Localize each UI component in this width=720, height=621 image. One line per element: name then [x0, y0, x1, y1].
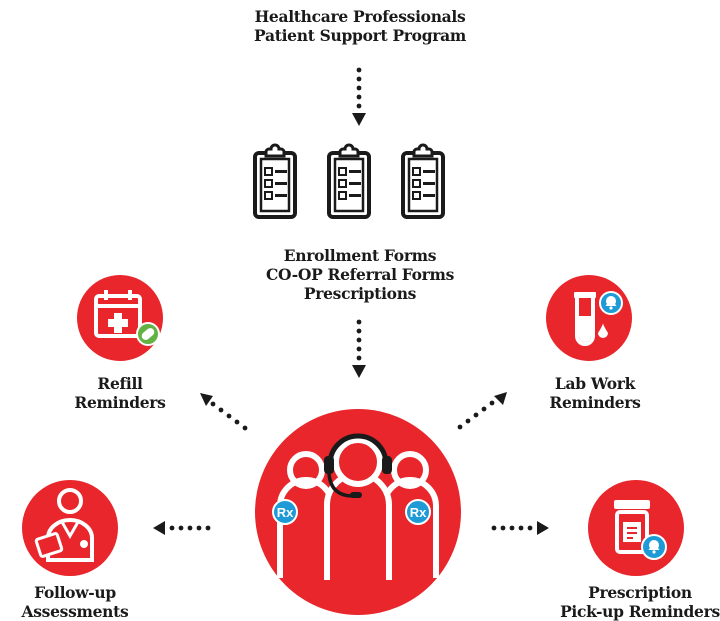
followup-assessments-label: Follow-up Assessments — [5, 583, 145, 621]
pickup-reminders-label: Prescription Pick-up Reminders — [560, 583, 720, 621]
rx-badge-right: Rx — [405, 499, 431, 525]
arrow-center-to-lab — [457, 392, 507, 430]
svg-text:Rx: Rx — [410, 505, 427, 520]
arrow-center-to-followup — [153, 521, 211, 535]
followup-line1: Follow-up — [34, 583, 116, 602]
arrow-forms-to-center — [352, 319, 366, 378]
arrow-center-to-pickup — [491, 521, 549, 535]
calendar-plus-icon — [77, 275, 163, 361]
doctor-icon — [22, 480, 118, 576]
pickup-line2: Pick-up Reminders — [560, 602, 720, 621]
program-title: Healthcare Professionals Patient Support… — [200, 7, 520, 45]
pickup-line1: Prescription — [588, 583, 692, 602]
refill-line2: Reminders — [74, 393, 166, 412]
svg-text:Rx: Rx — [277, 505, 294, 520]
rx-badge-left: Rx — [272, 499, 298, 525]
forms-label: Enrollment Forms CO-OP Referral Forms Pr… — [210, 246, 510, 303]
lab-line1: Lab Work — [554, 374, 636, 393]
refill-line1: Refill — [97, 374, 143, 393]
pill-bottle-icon — [588, 480, 684, 576]
forms-label-line3: Prescriptions — [303, 284, 417, 303]
program-title-line1: Healthcare Professionals — [254, 7, 466, 26]
refill-reminders-label: Refill Reminders — [60, 374, 180, 412]
lab-line2: Reminders — [549, 393, 641, 412]
followup-line2: Assessments — [21, 602, 129, 621]
arrow-center-to-refill — [200, 393, 248, 431]
lab-work-reminders-label: Lab Work Reminders — [525, 374, 665, 412]
support-agents-icon: Rx Rx — [255, 409, 461, 615]
forms-label-line1: Enrollment Forms — [283, 246, 437, 265]
clipboard-icon — [253, 143, 445, 219]
test-tube-icon — [546, 275, 632, 361]
program-title-line2: Patient Support Program — [254, 26, 466, 45]
forms-label-line2: CO-OP Referral Forms — [265, 265, 455, 284]
arrow-header-to-forms — [352, 67, 366, 126]
